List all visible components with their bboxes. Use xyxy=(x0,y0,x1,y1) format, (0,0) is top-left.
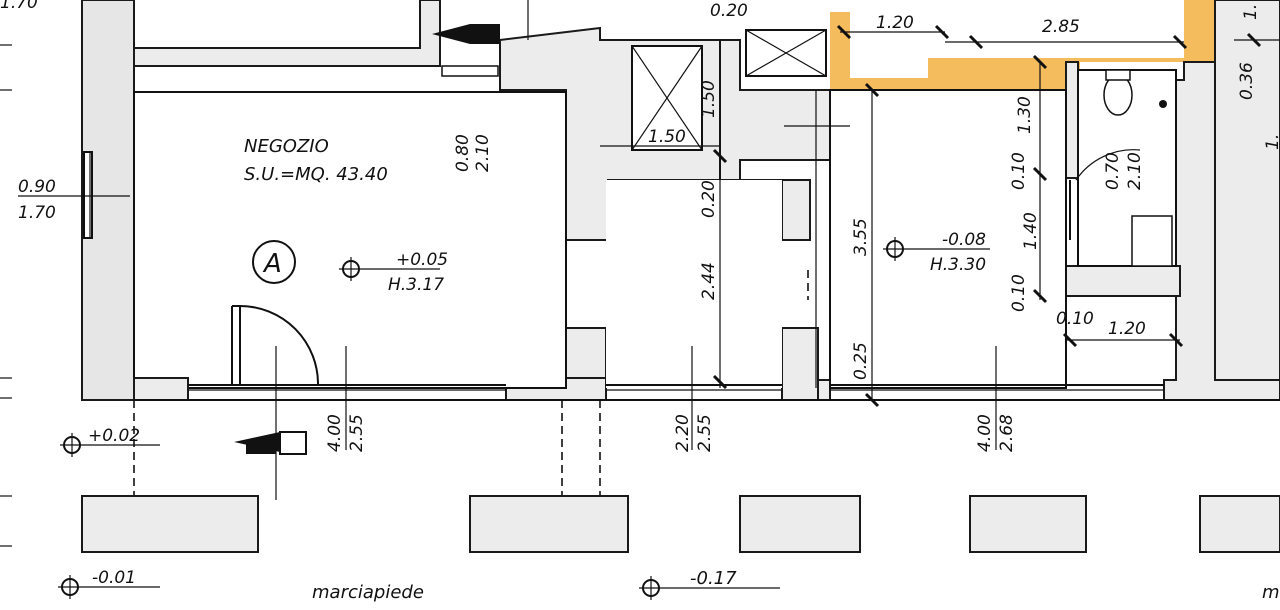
level-marker-icon xyxy=(60,433,160,457)
stair-arrow-icon xyxy=(234,431,307,455)
dim-right-cut2: 1. xyxy=(1263,134,1280,150)
dim-shop-244: 2.44 xyxy=(699,262,719,300)
dim-door-a: 0.80 xyxy=(453,134,473,172)
dim-right-036: 0.36 xyxy=(1237,62,1257,100)
dim-shaft-150a: 1.50 xyxy=(648,127,686,147)
rear-room xyxy=(829,89,1067,389)
dim-right-cut1: 1. xyxy=(1241,4,1261,20)
dim-wc-door-a: 0.70 xyxy=(1103,152,1123,190)
sidewalk-level-left: -0.01 xyxy=(92,568,136,588)
dim-rear-025: 0.25 xyxy=(851,342,871,380)
sidewalk-label: marciapiede xyxy=(312,582,424,603)
dim-open1-b: 2.55 xyxy=(347,414,367,452)
dim-wall-020: 0.20 xyxy=(699,180,719,218)
wc-wall-bottom xyxy=(1065,265,1181,297)
rear-floor-level: -0.08 xyxy=(942,230,986,250)
planter-3 xyxy=(739,495,861,553)
dim-wc-120: 1.20 xyxy=(1108,319,1146,339)
dim-wc-130: 1.30 xyxy=(1015,96,1035,134)
street-level-left: +0.02 xyxy=(88,426,140,446)
middle-room xyxy=(606,180,782,388)
room-marker: A xyxy=(262,249,282,279)
dim-top-left-cut: 1.70 xyxy=(0,0,38,13)
dim-open2-b: 2.55 xyxy=(695,414,715,452)
dim-open2-a: 2.20 xyxy=(673,414,693,452)
dim-wc-140: 1.40 xyxy=(1021,212,1041,250)
highlighted-area xyxy=(830,0,1215,90)
wc-wall-left xyxy=(1065,61,1079,179)
dim-top-285: 2.85 xyxy=(1042,17,1080,37)
dim-open3-a: 4.00 xyxy=(975,414,995,452)
pillar-3 xyxy=(781,327,819,401)
dim-rear-355: 3.55 xyxy=(851,218,871,256)
sidewalk-level-mid: -0.17 xyxy=(690,568,737,589)
top-stair-arrow-icon xyxy=(432,24,500,77)
room-area: S.U.=MQ. 43.40 xyxy=(244,164,388,185)
top-wall-left xyxy=(133,0,441,67)
wc-door xyxy=(1075,149,1141,181)
shop-room xyxy=(133,91,567,389)
dim-window-left-b: 1.70 xyxy=(18,203,56,223)
toilet-icon xyxy=(1103,74,1133,116)
dim-wc-010b: 0.10 xyxy=(1009,274,1029,312)
dim-wc-door-b: 2.10 xyxy=(1125,152,1145,190)
planter-1 xyxy=(81,495,259,553)
pillar-4 xyxy=(817,379,831,401)
level-marker-icon xyxy=(339,257,440,281)
room-name: NEGOZIO xyxy=(244,136,329,157)
sidewalk-label-cut: ma xyxy=(1262,582,1280,603)
level-marker-icon xyxy=(639,576,780,600)
rear-height: H.3.30 xyxy=(930,255,986,275)
planter-5 xyxy=(1199,495,1280,553)
left-window xyxy=(83,151,93,239)
dim-wc-010a: 0.10 xyxy=(1009,152,1029,190)
planter-2 xyxy=(469,495,629,553)
bottom-left-stub xyxy=(133,377,189,401)
dim-top-120: 1.20 xyxy=(876,13,914,33)
dim-open1-a: 4.00 xyxy=(325,414,345,452)
room-marker-circle xyxy=(252,240,296,284)
level-marker-icon xyxy=(883,237,990,261)
dim-top-020: 0.20 xyxy=(710,1,748,21)
sink-icon xyxy=(1131,215,1173,267)
planter-4 xyxy=(969,495,1087,553)
dim-shaft-150b: 1.50 xyxy=(699,80,719,118)
shop-floor-level: +0.05 xyxy=(396,250,448,270)
dim-door-b: 2.10 xyxy=(473,134,493,172)
dim-window-left-a: 0.90 xyxy=(18,177,56,197)
far-right-wall xyxy=(1214,0,1280,381)
dim-wc-010c: 0.10 xyxy=(1056,309,1094,329)
dim-open3-b: 2.68 xyxy=(997,414,1017,452)
shop-height: H.3.17 xyxy=(388,275,444,295)
entry-door xyxy=(239,304,320,386)
level-marker-icon xyxy=(58,575,160,599)
